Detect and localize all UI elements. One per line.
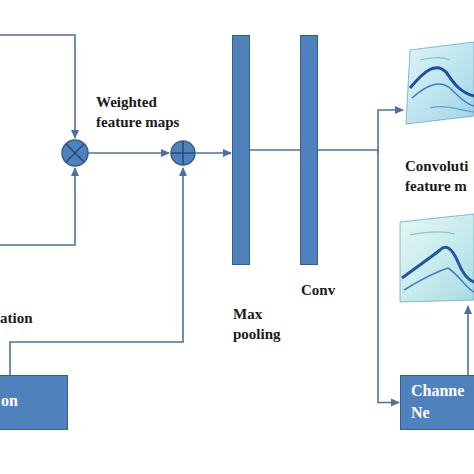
- conv-layer-bar: Conv: [300, 35, 318, 265]
- layer-label: Conv: [301, 280, 361, 300]
- attention-box: on: [0, 375, 68, 430]
- channel-net-box: Channe Ne: [400, 375, 474, 430]
- multiply-symbol: [62, 140, 88, 166]
- wire: [0, 35, 468, 375]
- layer-label: Max pooling: [233, 304, 313, 344]
- annotation-label: ation: [0, 308, 60, 328]
- feature-map-image: [400, 214, 474, 302]
- connector: [250, 149, 300, 151]
- pooling-layer-bar: Max pooling: [232, 35, 250, 265]
- feature-map-image: [406, 42, 474, 124]
- connector: [318, 150, 399, 403]
- box-text: Channe Ne: [411, 380, 473, 424]
- annotation-label: Weighted feature maps: [96, 92, 196, 132]
- add-symbol: [171, 141, 195, 165]
- box-text: on: [1, 390, 41, 412]
- annotation-label: Convoluti feature m: [405, 156, 474, 196]
